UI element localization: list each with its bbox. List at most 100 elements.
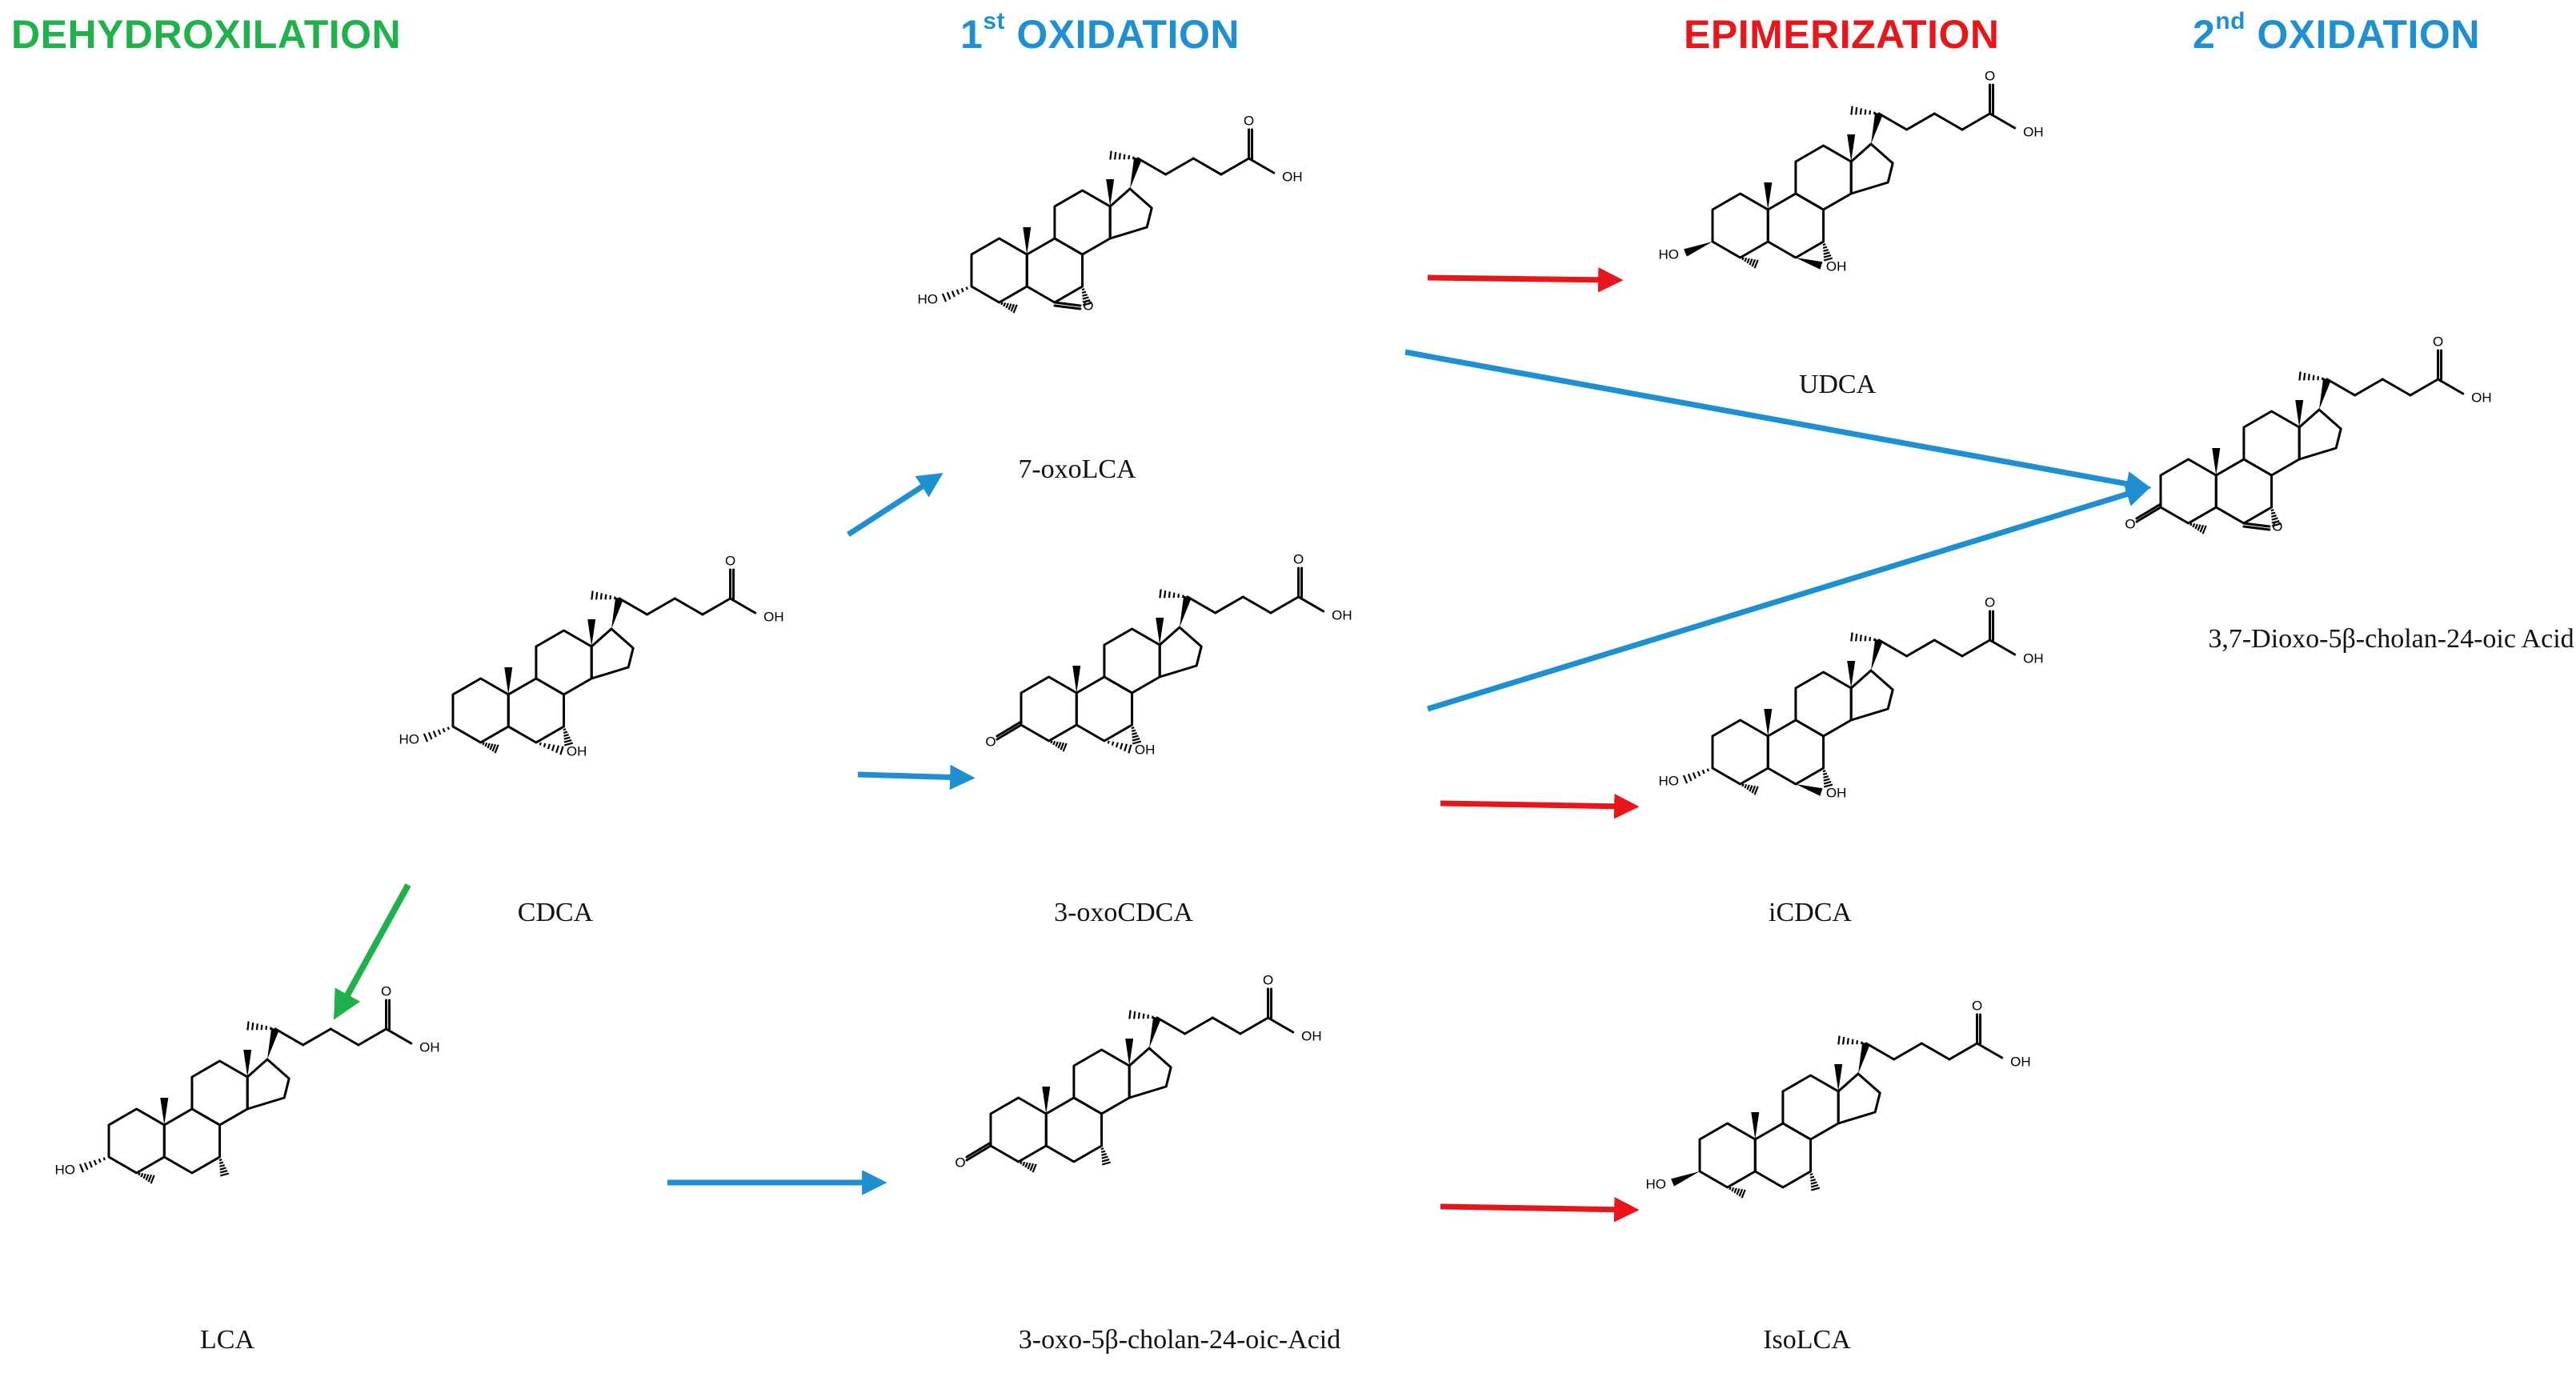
methyl-c18 [1125,1039,1134,1066]
h-14 [1131,727,1142,745]
side-chain-bond [329,1027,360,1047]
side-chain-bond [1241,595,1272,614]
c7-carbonyl [1053,301,1082,307]
methyl-c21 [591,590,616,600]
compound-name-cdca: CDCA [517,898,594,927]
side-chain-bond [1877,638,1909,658]
c3-hydroxyl-label: HO [1659,773,1680,788]
side-chain-bond [2326,378,2357,397]
compound-name-udca: UDCA [1798,370,1877,399]
methyl-c19 [1023,227,1032,254]
c7-oxygen: O [2272,518,2282,534]
ring-b [1075,675,1134,743]
hydroxyl-bond [1989,112,2017,130]
compound-name-lca: LCA [200,1325,254,1355]
stage-ordinal-suffix: nd [2215,8,2245,35]
c7-carbonyl [2242,522,2271,528]
side-chain-bond [1149,1016,1161,1048]
methyl-c18 [1156,618,1164,645]
c3-hydroxyl-label: HO [918,291,939,306]
methyl-c21 [1850,106,1876,115]
stage-title-second-oxidation: 2nd OXIDATION [2193,8,2480,58]
methyl-c18 [1847,661,1856,688]
hydroxyl-bond [1248,157,1276,174]
ring-b [162,1107,222,1175]
ring-d [2298,408,2342,461]
stage-title-epimerization: EPIMERIZATION [1684,12,2000,57]
carboxyl-oxygen: O [1244,113,1254,128]
h-5 [138,1172,155,1184]
c3-hydroxyl-alpha [78,1157,106,1173]
methyl-c21 [246,1021,272,1031]
c3-carbonyl [2135,506,2162,523]
methyl-c18 [243,1050,252,1077]
stage-ordinal-suffix: st [983,8,1005,35]
h-14 [1809,1173,1821,1191]
ring-a [970,237,1028,304]
arrow-7oxolca-to-udca [1427,267,1624,293]
c3-carbonyl [965,1144,992,1162]
carboxyl-hydroxyl: OH [2023,124,2044,139]
ring-b [1766,719,1825,786]
carboxyl-oxygen: O [1972,998,1982,1013]
ring-d [1158,626,1203,678]
side-chain-bond [618,597,649,616]
carboxyl-hydroxyl: OH [2010,1054,2031,1069]
hydroxyl-bond [385,1027,413,1045]
ring-c [1053,189,1112,256]
methyl-c18 [2295,400,2304,427]
carboxyl-oxygen: O [381,983,391,999]
methyl-c21 [1159,589,1184,598]
side-chain-bond [1211,1016,1242,1035]
h-5 [482,742,499,754]
ring-a [451,677,510,744]
ring-b [1766,192,1825,259]
c3-hydroxyl-label: HO [1659,246,1680,262]
side-chain-bond [2319,378,2331,410]
carboxyl-bond [2409,378,2440,397]
c7-hydroxyl-alpha [1107,740,1132,754]
methyl-c19 [1072,666,1081,693]
c3-hydroxyl-beta [1671,1171,1700,1187]
side-chain-bond [2354,378,2384,397]
h-5 [1741,783,1759,795]
methyl-c19 [1764,182,1773,210]
ring-b [2214,458,2274,525]
ring-d [1108,187,1153,240]
c7-hydroxyl-label: OH [1826,258,1847,274]
ring-c [1781,1074,1840,1141]
ring-c [1103,627,1161,695]
methyl-c18 [587,619,596,646]
arrow-7oxolca-to-dioxo [1404,349,2152,497]
h-14 [563,728,574,747]
side-chain-bond [1156,1016,1187,1035]
side-chain-bond [1893,1042,1923,1061]
ring-c [2242,410,2301,477]
side-chain-bond [1920,1042,1951,1061]
carboxyl-bond [1961,638,1992,658]
h-5 [1050,740,1068,752]
carboxyl-hydroxyl: OH [763,609,784,624]
methyl-c21 [1109,150,1135,160]
c7-hydroxyl-beta [1795,784,1823,796]
hydroxyl-bond [2437,378,2465,395]
compound-name-7-oxolca: 7-oxoLCA [1018,454,1136,484]
hydroxyl-bond [1976,1042,2004,1059]
c3-oxygen: O [955,1155,965,1170]
c7-carbonyl [2242,525,2271,531]
c3-hydroxyl-beta [1684,242,1713,257]
carboxyl-bond [1239,1016,1270,1035]
side-chain-bond [1130,157,1142,189]
methyl-c21 [2298,371,2324,381]
ring-d [1128,1047,1172,1099]
side-chain-bond [2381,378,2412,397]
arrow-3oxocdca-to-dioxo [1426,482,2152,712]
methyl-c19 [504,667,513,695]
side-chain-bond [1180,595,1192,627]
c3-carbonyl [996,723,1023,741]
side-chain-bond [1214,595,1244,614]
stage-word: OXIDATION [1005,12,1240,57]
ring-b [1753,1122,1813,1189]
